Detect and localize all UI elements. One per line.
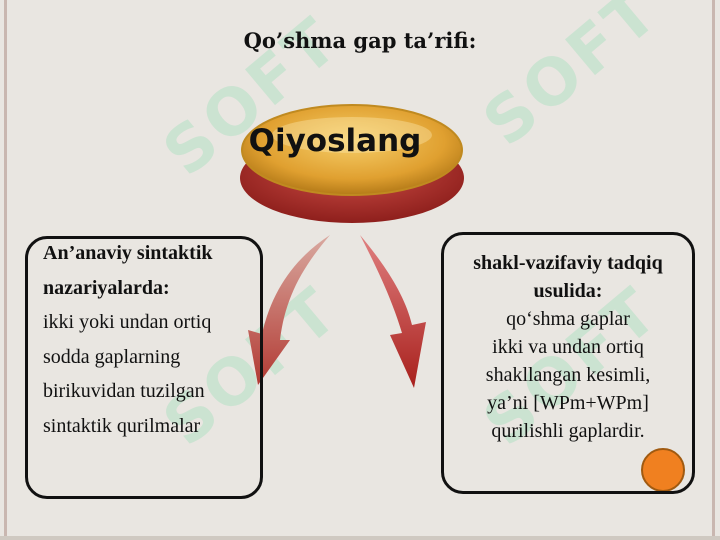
left-body-line: ikki yoki undan ortiq: [43, 311, 212, 333]
left-body-line: sodda gaplarning: [43, 345, 181, 368]
left-heading-line: nazariyalarda:: [43, 276, 170, 299]
right-box: [441, 232, 695, 494]
right-body-line: qurilishli gaplardir.: [491, 420, 645, 442]
right-body-line: ya’ni [WPm+WPm]: [487, 392, 649, 414]
left-arrow: [248, 235, 330, 385]
right-definition: shakl-vazifaviy tadqiq usulida: qo‘shma …: [447, 249, 689, 445]
right-heading-line: shakl-vazifaviy tadqiq: [473, 252, 663, 274]
left-heading-line: An’anaviy sintaktik: [43, 242, 213, 264]
right-body-line: ikki va undan ortiq: [492, 336, 644, 358]
center-label: Qiyoslang: [248, 123, 422, 159]
slide-title: Qo’shma gap ta’rifi:: [243, 28, 477, 53]
left-body-line: sintaktik qurilmalar: [43, 414, 201, 437]
left-definition: An’anaviy sintaktik nazariyalarda: ikki …: [43, 236, 273, 443]
right-body-line: shakllangan kesimli,: [485, 364, 651, 386]
left-body-line: birikuvidan tuzilgan: [43, 380, 205, 402]
right-heading-line: usulida:: [533, 280, 603, 302]
right-arrow: [360, 235, 426, 388]
left-box: [25, 236, 263, 499]
right-body-line: qo‘shma gaplar: [506, 308, 630, 330]
